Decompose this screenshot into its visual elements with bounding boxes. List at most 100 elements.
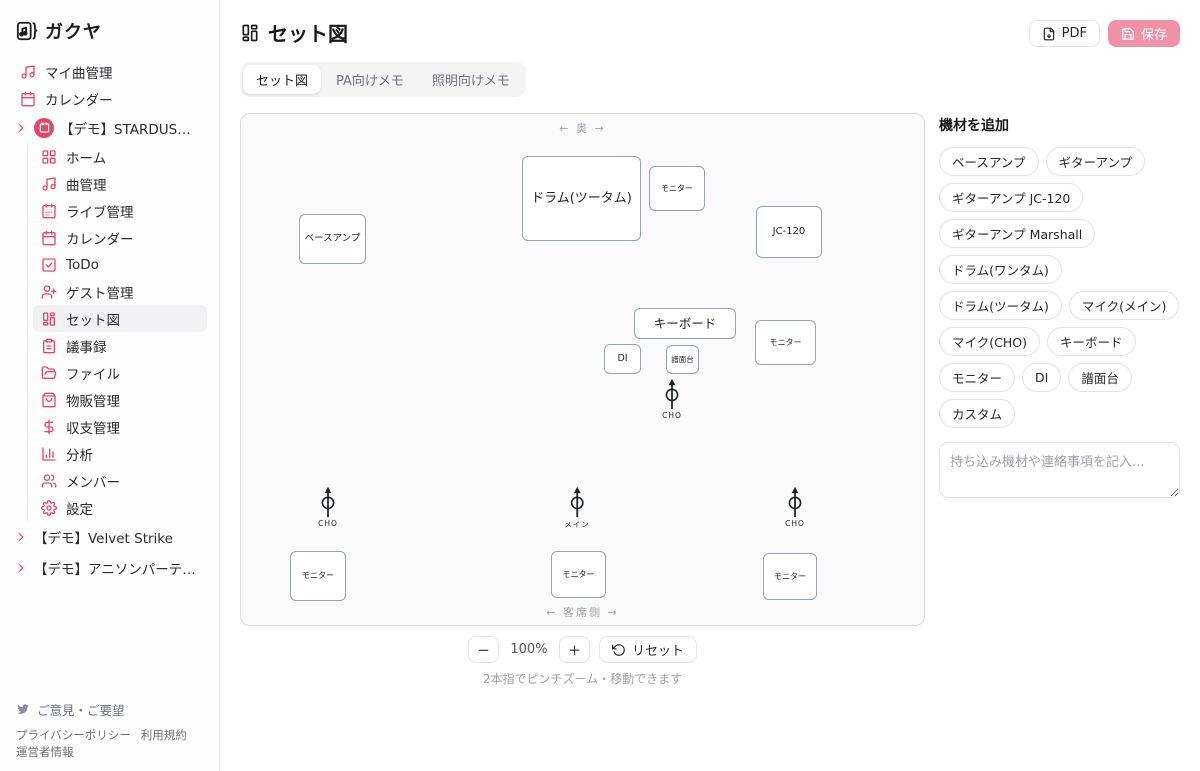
sidebar-item-label: 曲管理: [66, 177, 107, 194]
gear-box[interactable]: モニター: [551, 551, 606, 598]
sidebar: ガクヤ マイ曲管理カレンダー【デモ】STARDUS…ホーム曲管理ライブ管理カレン…: [0, 0, 220, 771]
gear-box[interactable]: キーボード: [634, 308, 736, 339]
mic-icon: [566, 486, 588, 518]
sidebar-item-6[interactable]: セット図: [33, 305, 207, 332]
mic-icon: [661, 378, 683, 410]
mic-item[interactable]: CHO: [317, 486, 339, 528]
sidebar-item-label: ファイル: [66, 366, 120, 383]
legal-link-1[interactable]: 利用規約: [140, 727, 187, 742]
equipment-chip[interactable]: キーボード: [1046, 327, 1136, 356]
gear-box[interactable]: 譜面台: [666, 345, 699, 374]
zoom-controls: − 100% + リセット: [240, 636, 925, 663]
equipment-chip[interactable]: ギターアンプ JC-120: [939, 183, 1084, 212]
pdf-button-label: PDF: [1061, 26, 1087, 41]
equipment-chip[interactable]: マイク(CHO): [939, 327, 1040, 356]
main-content: セット図 PDF: [220, 0, 1200, 687]
mic-label: メイン: [564, 520, 590, 529]
legal-link-0[interactable]: プライバシーポリシー: [16, 727, 131, 742]
pdf-button[interactable]: PDF: [1028, 20, 1100, 47]
sidebar-item-8[interactable]: ファイル: [33, 359, 207, 386]
shopping-bag-icon: [41, 392, 57, 408]
sidebar-item-3[interactable]: カレンダー: [33, 224, 207, 251]
sidebar-item-12[interactable]: メンバー: [33, 467, 207, 494]
feedback-label: ご意見・ご要望: [37, 702, 125, 718]
feedback-link[interactable]: ご意見・ご要望: [16, 694, 203, 727]
legal-link-2[interactable]: 運営者情報: [16, 744, 74, 759]
chevron-right-icon: [14, 121, 28, 135]
reset-button-label: リセット: [631, 644, 684, 659]
sidebar-item-7[interactable]: 議事録: [33, 332, 207, 359]
mic-item[interactable]: CHO: [784, 486, 806, 528]
equipment-chip[interactable]: ギターアンプ Marshall: [939, 219, 1096, 248]
mic-label: CHO: [662, 411, 682, 420]
sidebar-item-label: カレンダー: [66, 231, 134, 248]
group-avatar: [34, 117, 54, 138]
equipment-chip[interactable]: ギターアンプ: [1045, 147, 1146, 176]
sidebar-item-1[interactable]: 曲管理: [33, 170, 207, 197]
gear-box[interactable]: モニター: [290, 551, 346, 601]
equipment-chip[interactable]: ドラム(ワンタム): [939, 255, 1062, 284]
page-title: セット図: [240, 18, 348, 47]
equipment-chips: ベースアンプギターアンプギターアンプ JC-120 ギターアンプ Marshall…: [939, 147, 1180, 428]
zoom-level: 100%: [510, 642, 548, 657]
gear-box[interactable]: モニター: [649, 166, 705, 211]
sidebar-item-9[interactable]: 物販管理: [33, 386, 207, 413]
gear-box[interactable]: ドラム(ツータム): [522, 156, 641, 241]
group-label: 【デモ】Velvet Strike: [34, 530, 173, 547]
layout-icon: [240, 23, 260, 43]
equipment-chip[interactable]: ドラム(ツータム): [939, 291, 1062, 320]
gear-box[interactable]: DI: [604, 344, 641, 374]
notes-input[interactable]: [939, 442, 1180, 498]
equipment-chip[interactable]: マイク(メイン): [1068, 291, 1180, 320]
sidebar-item-label: 議事録: [66, 339, 107, 356]
save-button[interactable]: 保存: [1107, 20, 1180, 47]
reset-button[interactable]: リセット: [598, 636, 697, 663]
gear-box[interactable]: モニター: [763, 553, 817, 600]
mic-item[interactable]: メイン: [564, 486, 590, 530]
sidebar-item-0[interactable]: ホーム: [33, 143, 207, 170]
mic-icon: [317, 486, 339, 518]
gear-box[interactable]: JC-120: [756, 206, 822, 258]
sidebar-item-label: 設定: [66, 501, 93, 518]
equipment-chip[interactable]: DI: [1022, 363, 1062, 392]
sidebar-group-header[interactable]: 【デモ】STARDUS…: [12, 112, 207, 143]
mic-icon: [784, 486, 806, 518]
tab-1[interactable]: PA向けメモ: [336, 74, 404, 89]
sidebar-item-2[interactable]: ライブ管理: [33, 197, 207, 224]
sidebar-group-collapsed-1[interactable]: 【デモ】アニソンパーテ…: [12, 552, 207, 583]
bird-icon: [16, 702, 30, 716]
sidebar-item-4[interactable]: ToDo: [33, 251, 207, 278]
music-note-icon: [41, 176, 57, 192]
tab-0[interactable]: セット図: [243, 65, 322, 94]
folder-open-icon: [41, 365, 57, 381]
zoom-out-button[interactable]: −: [467, 636, 499, 663]
gear-box[interactable]: モニター: [755, 320, 816, 365]
sidebar-group-collapsed-0[interactable]: 【デモ】Velvet Strike: [12, 521, 207, 552]
equipment-chip[interactable]: ベースアンプ: [939, 147, 1039, 176]
gear-box[interactable]: ベースアンプ: [299, 214, 366, 264]
group-label: 【デモ】STARDUS…: [60, 121, 191, 138]
legal-links: プライバシーポリシー利用規約運営者情報: [16, 727, 203, 762]
sidebar-item-10[interactable]: 収支管理: [33, 413, 207, 440]
sidebar-item-13[interactable]: 設定: [33, 494, 207, 521]
sidebar-footer: ご意見・ご要望 プライバシーポリシー利用規約運営者情報: [0, 688, 219, 762]
sidebar-item-5[interactable]: ゲスト管理: [33, 278, 207, 305]
sidebar-item-label: カレンダー: [45, 92, 113, 109]
sidebar-item-top-0[interactable]: マイ曲管理: [12, 58, 207, 85]
sidebar-item-label: ホーム: [66, 150, 107, 167]
tab-2[interactable]: 照明向けメモ: [431, 74, 510, 89]
equipment-chip[interactable]: カスタム: [939, 399, 1016, 428]
sidebar-item-top-1[interactable]: カレンダー: [12, 85, 207, 112]
mic-item[interactable]: CHO: [661, 378, 683, 420]
zoom-in-button[interactable]: +: [558, 636, 590, 663]
chevron-right-icon: [14, 530, 28, 544]
app-logo[interactable]: ガクヤ: [0, 14, 219, 58]
sidebar-item-11[interactable]: 分析: [33, 440, 207, 467]
equipment-chip[interactable]: 譜面台: [1068, 363, 1132, 392]
equipment-chip[interactable]: モニター: [939, 363, 1016, 392]
page-title-text: セット図: [268, 22, 348, 46]
sidebar-item-label: ライブ管理: [66, 204, 134, 221]
clipboard-icon: [41, 338, 57, 354]
view-tabs: セット図 PA向けメモ 照明向けメモ: [240, 62, 526, 97]
